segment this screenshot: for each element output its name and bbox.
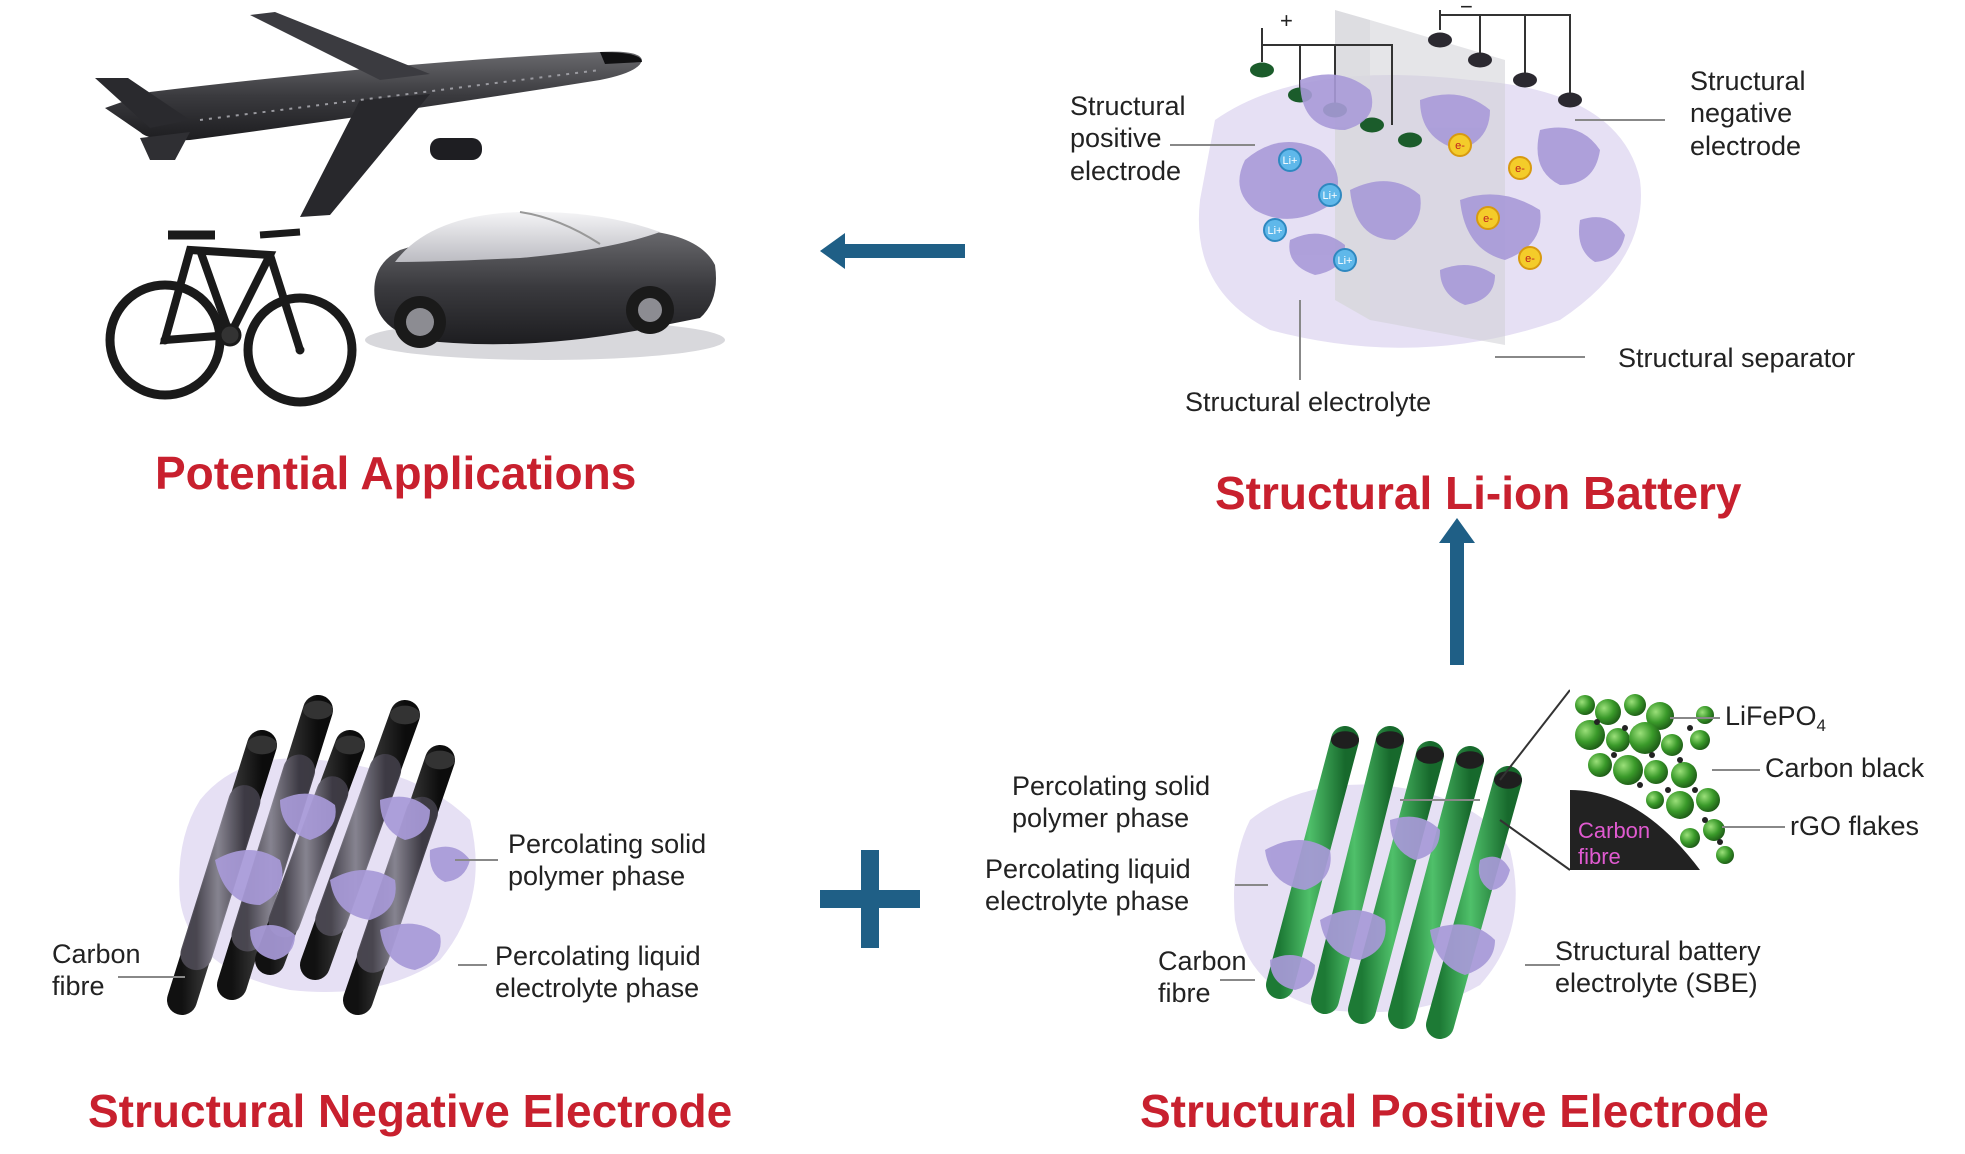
label-structural-electrolyte: Structural electrolyte <box>1185 387 1432 417</box>
label-pos-solid-polymer: Percolating solid polymer phase <box>1012 771 1211 834</box>
lifepo4-particle <box>1646 791 1664 809</box>
carbon-black-particle <box>1665 787 1671 793</box>
battery-anode-fibre <box>1428 28 1452 277</box>
label-pos-carbon-fibre: Carbon fibre <box>1158 946 1247 1009</box>
label-structural-negative-electrode: Structural negative electrode <box>1690 66 1806 161</box>
airplane-illustration <box>95 12 642 217</box>
svg-text:Li+: Li+ <box>1268 225 1283 237</box>
lifepo4-particle <box>1696 788 1720 812</box>
lithium-ion: Li+ <box>1263 218 1287 242</box>
lifepo4-particle <box>1629 722 1661 754</box>
lithium-ion: Li+ <box>1278 148 1302 172</box>
label-neg-carbon-fibre: Carbon fibre <box>52 939 141 1002</box>
negative-terminal-sign: − <box>1460 0 1473 19</box>
carbon-black-particle <box>1687 725 1693 731</box>
battery-cathode-fibre <box>1323 98 1347 337</box>
bicycle-illustration <box>105 228 357 407</box>
svg-text:Li+: Li+ <box>1323 190 1338 202</box>
lifepo4-particle <box>1666 791 1694 819</box>
svg-text:Li+: Li+ <box>1283 155 1298 167</box>
pos-carbon-fibre <box>1426 766 1522 1039</box>
lithium-ion: Li+ <box>1333 248 1357 272</box>
lifepo4-particle <box>1703 819 1725 841</box>
pos-carbon-fibre <box>1388 746 1484 1029</box>
lifepo4-particle <box>1680 828 1700 848</box>
carbon-black-particle <box>1692 787 1698 793</box>
label-rgo-flakes: rGO flakes <box>1790 811 1920 841</box>
lifepo4-particle <box>1646 702 1674 730</box>
title-positive-electrode: Structural Positive Electrode <box>1140 1085 1769 1137</box>
carbon-black-particle <box>1649 752 1655 758</box>
lifepo4-particle <box>1661 734 1683 756</box>
material-inset <box>1570 690 1740 870</box>
battery-anode-fibre <box>1468 48 1492 297</box>
electron: e- <box>1448 133 1472 157</box>
label-neg-solid-polymer: Percolating solid polymer phase <box>508 829 707 892</box>
carbon-black-particle <box>1622 725 1628 731</box>
lifepo4-particle <box>1575 695 1595 715</box>
pos-carbon-fibre <box>1311 726 1404 1014</box>
lifepo4-particle <box>1595 699 1621 725</box>
electron: e- <box>1508 156 1532 180</box>
electron: e- <box>1476 206 1500 230</box>
neg-fibre-coating <box>180 785 261 971</box>
svg-text:e-: e- <box>1515 163 1525 175</box>
positive-terminal-sign: + <box>1280 8 1293 33</box>
battery-illustration: Li+ Li+ Li+ Li+ e-e-e-e- <box>1170 10 1665 380</box>
positive-electrode-illustration <box>1220 689 1785 1039</box>
label-lifepo4-subscript: 4 <box>1816 716 1827 735</box>
label-pos-liquid-electrolyte: Percolating liquid electrolyte phase <box>985 854 1191 917</box>
carbon-black-particle <box>1594 719 1600 725</box>
pos-carbon-fibre <box>1348 741 1444 1024</box>
lithium-ion: Li+ <box>1318 183 1342 207</box>
label-sbe: Structural battery electrolyte (SBE) <box>1555 936 1761 999</box>
car-illustration <box>365 211 725 360</box>
carbon-black-particle <box>1717 839 1723 845</box>
lifepo4-particle <box>1606 728 1630 752</box>
carbon-black-particle <box>1702 817 1708 823</box>
lifepo4-particle <box>1644 760 1668 784</box>
battery-anode-fibre <box>1513 68 1537 317</box>
svg-text:e-: e- <box>1525 253 1535 265</box>
arrow-left <box>820 233 965 269</box>
negative-electrode-illustration <box>118 695 498 1015</box>
lifepo4-particle <box>1613 755 1643 785</box>
title-potential-applications: Potential Applications <box>155 447 637 499</box>
plus-sign <box>820 850 920 948</box>
lifepo4-particle <box>1690 730 1710 750</box>
svg-text:e-: e- <box>1455 140 1465 152</box>
lifepo4-particle <box>1575 720 1605 750</box>
lifepo4-particle <box>1716 846 1734 864</box>
svg-text:Li+: Li+ <box>1338 255 1353 267</box>
svg-text:e-: e- <box>1483 213 1493 225</box>
label-structural-positive-electrode: Structural positive electrode <box>1070 91 1186 186</box>
label-inset-carbon-fibre: Carbon fibre <box>1578 818 1651 870</box>
label-structural-separator: Structural separator <box>1618 343 1856 373</box>
label-neg-liquid-electrolyte: Percolating liquid electrolyte phase <box>495 941 701 1004</box>
carbon-black-particle <box>1611 752 1617 758</box>
arrow-up <box>1439 518 1475 665</box>
lifepo4-particle <box>1696 706 1714 724</box>
lifepo4-particle <box>1671 762 1697 788</box>
battery-anode-fibre <box>1558 88 1582 332</box>
lifepo4-particle <box>1588 753 1612 777</box>
title-structural-battery: Structural Li-ion Battery <box>1215 467 1742 519</box>
label-carbon-black: Carbon black <box>1765 753 1925 783</box>
title-negative-electrode: Structural Negative Electrode <box>88 1085 733 1137</box>
battery-cathode-fibre <box>1398 128 1422 367</box>
label-lifepo4: LiFePO4 <box>1725 700 1826 736</box>
carbon-black-particle <box>1637 782 1643 788</box>
label-lifepo4-main: LiFePO <box>1725 701 1817 731</box>
electron: e- <box>1518 246 1542 270</box>
lifepo4-particle <box>1624 694 1646 716</box>
carbon-black-particle <box>1677 757 1683 763</box>
